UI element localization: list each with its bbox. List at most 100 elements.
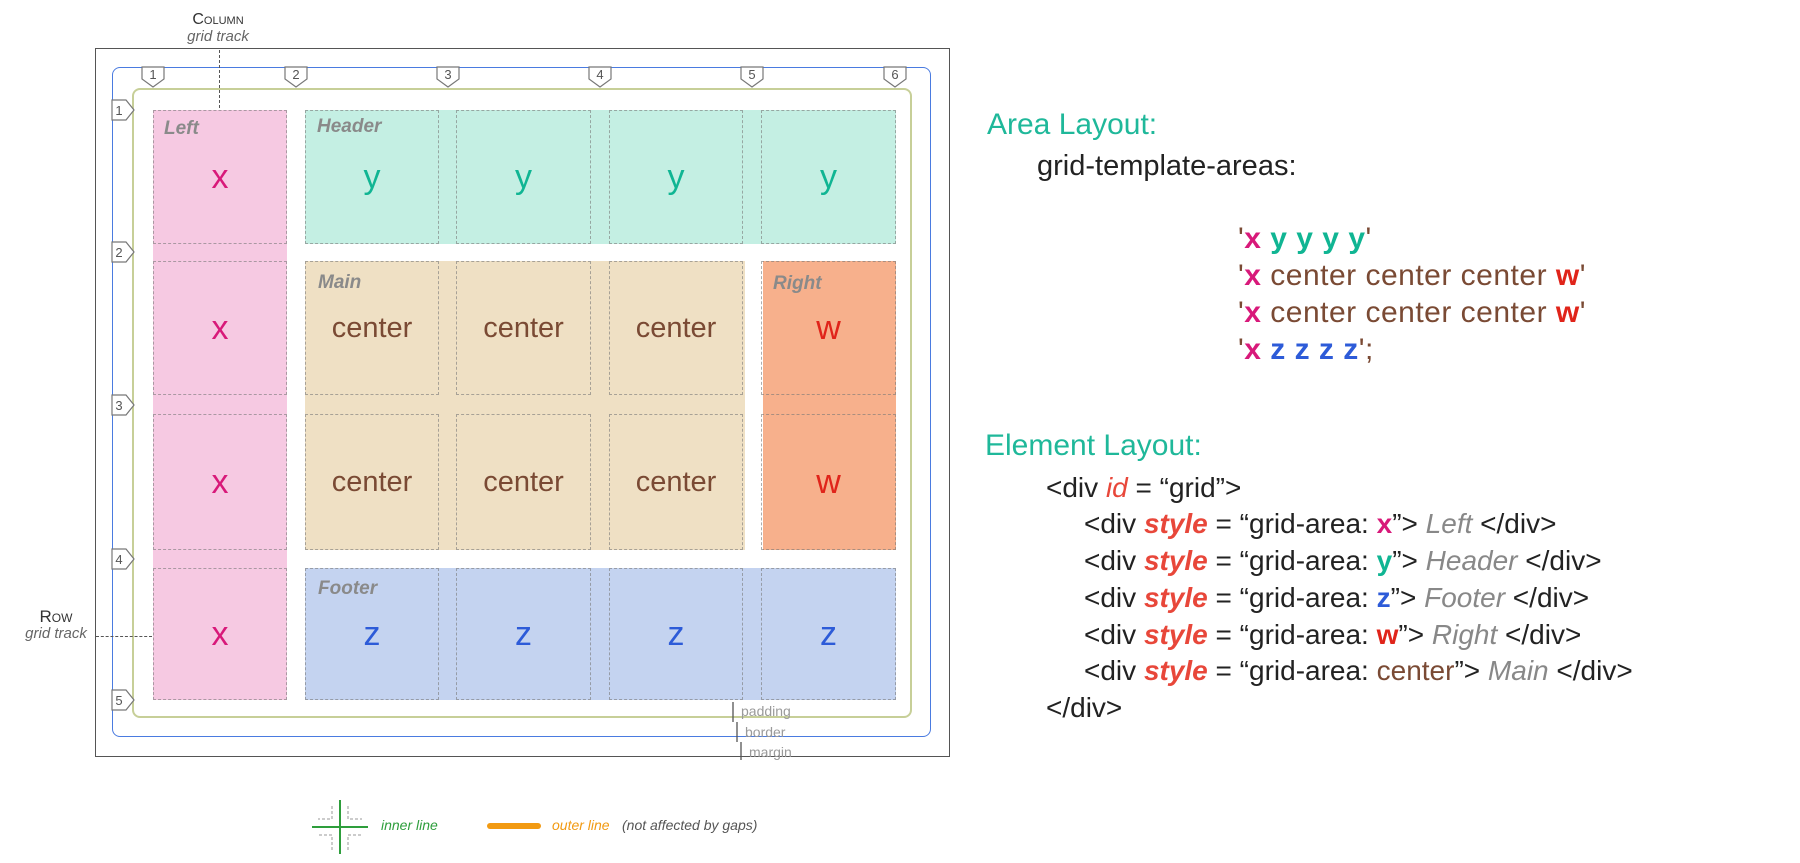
code-token: <div	[1084, 582, 1144, 613]
code-token: </div>	[1505, 582, 1590, 613]
code-token: ”>	[1392, 508, 1426, 539]
template-token: '	[1238, 259, 1245, 292]
cell-area-name: z	[820, 614, 837, 653]
code-token: </div>	[1548, 655, 1633, 686]
code-token: Left	[1425, 508, 1473, 539]
cell-area-name: x	[211, 462, 229, 501]
inner-line-icon	[310, 798, 370, 861]
cell-area-name: z	[515, 614, 532, 653]
row-line-number: 1	[115, 102, 123, 118]
code-token: ”>	[1392, 545, 1426, 576]
code-token: </div>	[1497, 619, 1582, 650]
column-line-number: 3	[444, 66, 452, 82]
code-token: center	[1376, 655, 1455, 686]
padding-label: padding	[741, 703, 791, 719]
column-line-marker: 3	[435, 65, 461, 89]
code-token: style	[1143, 545, 1208, 576]
cell-area-name: y	[515, 157, 532, 196]
template-token: x	[1244, 296, 1262, 329]
template-row: 'x center center center w'	[1238, 259, 1586, 293]
template-token: center center center	[1261, 296, 1556, 329]
row-annotation: Row grid track	[14, 608, 98, 642]
grid-cell: x	[153, 568, 287, 700]
column-line-number: 2	[292, 66, 300, 82]
cell-area-name: center	[483, 311, 564, 344]
area-label-header: Header	[317, 116, 382, 137]
cell-area-name: w	[816, 308, 841, 347]
cell-area-name: x	[211, 308, 229, 347]
grid-open-post: = “grid”>	[1127, 472, 1242, 503]
cell-area-name: center	[635, 465, 717, 498]
code-token: style	[1143, 619, 1208, 650]
row-line-number: 2	[115, 244, 123, 260]
template-token: ';	[1358, 333, 1374, 366]
grid-cell: x	[153, 110, 287, 244]
template-token: '	[1579, 259, 1586, 292]
code-token: Main	[1487, 655, 1549, 686]
row-line-marker: 5	[110, 688, 136, 712]
grid-cell: y	[305, 110, 439, 244]
template-token: '	[1365, 222, 1372, 255]
area-label-footer: Footer	[318, 578, 378, 599]
area-label-right: Right	[773, 273, 822, 294]
cell-area-name: w	[816, 462, 841, 501]
grid-cell: z	[456, 568, 591, 700]
cell-area-name: x	[211, 157, 229, 196]
header-area	[305, 110, 896, 244]
area-label-main: Main	[318, 272, 362, 293]
grid-cell: center	[305, 414, 439, 550]
column-line-marker: 5	[739, 65, 765, 89]
row-line-marker: 3	[110, 393, 136, 417]
grid-cell: center	[609, 261, 743, 395]
row-line-marker: 1	[110, 98, 136, 122]
grid-cell: center	[456, 414, 591, 550]
column-subtitle: grid track	[187, 27, 249, 45]
template-row: 'x z z z z';	[1238, 333, 1374, 367]
code-token: ”>	[1398, 619, 1432, 650]
code-token: Right	[1431, 619, 1498, 650]
border-label: border	[745, 724, 786, 740]
footer-area	[305, 568, 896, 700]
diagram-frame	[95, 48, 950, 757]
template-token: '	[1238, 333, 1245, 366]
code-token: style	[1143, 582, 1208, 613]
grid-cell: y	[609, 110, 743, 244]
column-line-number: 5	[748, 66, 756, 82]
cell-area-name: y	[363, 157, 381, 196]
left-area	[153, 110, 287, 700]
row-line-number: 4	[115, 551, 123, 567]
template-token: z z z z	[1261, 333, 1359, 366]
code-token: ”>	[1454, 655, 1488, 686]
child-div-line: <div style = “grid-area: center”> Main <…	[1084, 655, 1633, 687]
code-token: = “grid-area:	[1207, 619, 1377, 650]
code-token: Header	[1425, 545, 1518, 576]
code-token: z	[1376, 582, 1391, 613]
grid-cell: z	[305, 568, 439, 700]
column-pointer-line	[219, 50, 220, 108]
template-token: w	[1555, 296, 1580, 329]
code-token: style	[1143, 655, 1208, 686]
code-token: Footer	[1424, 582, 1506, 613]
cell-area-name: y	[820, 157, 837, 196]
template-token: x	[1244, 333, 1262, 366]
child-div-line: <div style = “grid-area: z”> Footer </di…	[1084, 582, 1589, 614]
cell-area-name: x	[211, 614, 229, 653]
code-token: <div	[1084, 655, 1144, 686]
code-token: </div>	[1517, 545, 1602, 576]
column-line-number: 4	[596, 66, 604, 82]
outer-line-note: (not affected by gaps)	[622, 817, 758, 833]
grid-cell: center	[609, 414, 743, 550]
row-line-number: 5	[115, 692, 123, 708]
code-token: = “grid-area:	[1207, 508, 1377, 539]
grid-open-attr: id	[1105, 472, 1128, 503]
template-token: x	[1244, 222, 1262, 255]
margin-label: margin	[749, 744, 792, 760]
cell-area-name: center	[331, 465, 413, 498]
inner-line-label: inner line	[381, 817, 438, 833]
grid-cell: y	[456, 110, 591, 244]
template-token: y y y y	[1261, 222, 1366, 255]
code-token: <div	[1084, 508, 1144, 539]
code-token: = “grid-area:	[1207, 655, 1377, 686]
main-area	[305, 261, 745, 550]
code-token: </div>	[1472, 508, 1557, 539]
